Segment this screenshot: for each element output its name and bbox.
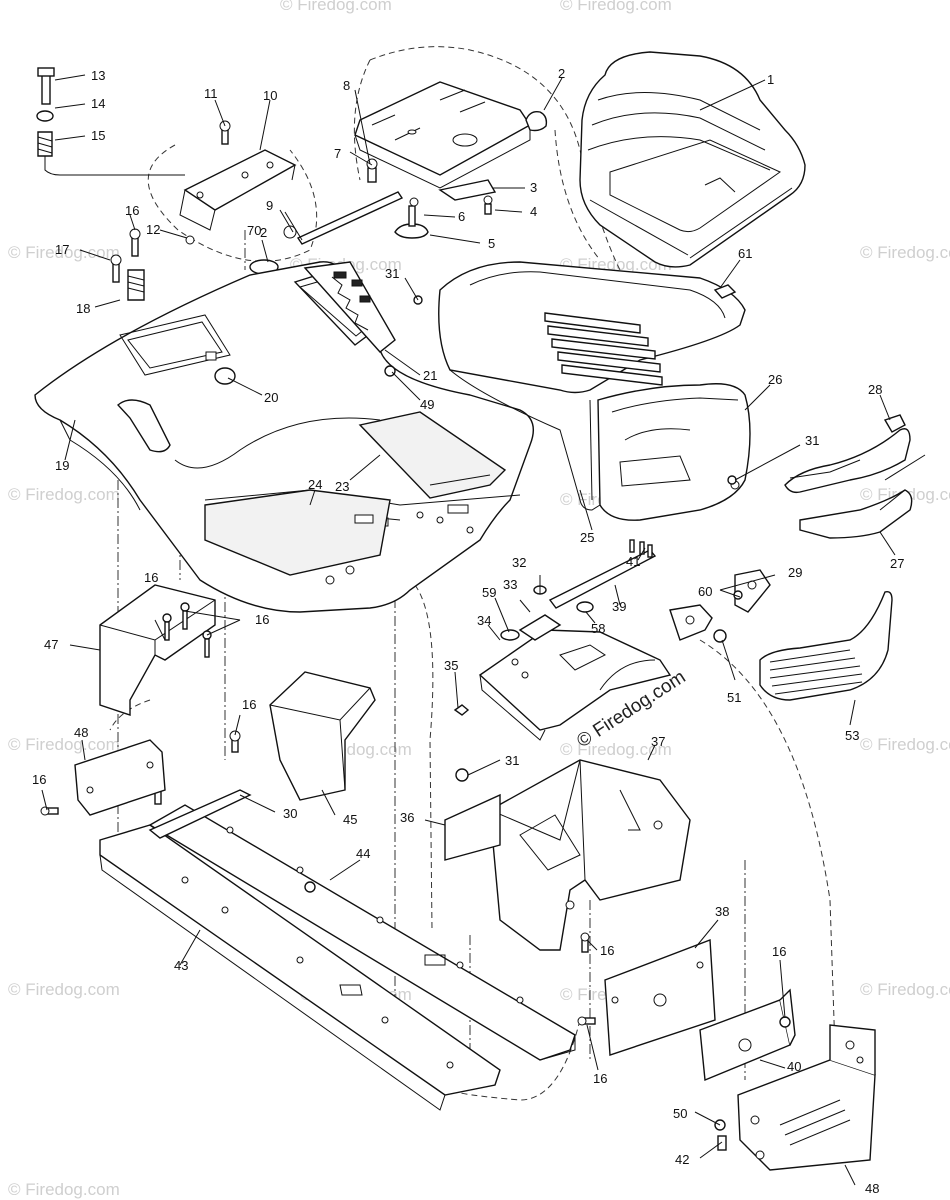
front-grille-part [597,383,751,521]
callout-59: 59 [482,585,496,600]
callout-28: 28 [868,382,882,397]
callout-8: 8 [343,78,350,93]
callout-31: 31 [805,433,819,448]
watermark: © Firedog.com [560,0,672,14]
callout-32: 32 [512,555,526,570]
watermark: © Firedog.com [860,735,950,754]
callout-29: 29 [788,565,802,580]
watermark: © Firedog.com [8,485,120,504]
callout-2: 2 [558,66,565,81]
callout-47: 47 [44,637,58,652]
callout-34: 34 [477,613,491,628]
grille-bracket-part [669,569,771,643]
watermark: © Firedog.com [8,980,120,999]
seat-part [579,51,806,268]
watermark: © Firedog.com [860,243,950,262]
small-fasteners [384,284,737,485]
callout-27: 27 [890,556,904,571]
callout-60: 60 [698,584,712,599]
callout-70: 70 [247,223,261,238]
callout-2: 2 [260,225,267,240]
callout-44: 44 [356,846,370,861]
shift-plate-part [303,261,396,353]
callout-18: 18 [76,301,90,316]
callout-38: 38 [715,904,729,919]
watermark: © Firedog.com [8,243,120,262]
callout-9: 9 [266,198,273,213]
callout-42: 42 [675,1152,689,1167]
callout-3: 3 [530,180,537,195]
callout-17: 17 [55,242,69,257]
lower-parts [40,584,596,1026]
callout-13: 13 [91,68,105,83]
callout-31: 31 [385,266,399,281]
callout-19: 19 [55,458,69,473]
grille-screen-part [759,590,893,701]
callout-4: 4 [530,204,537,219]
watermark: © Firedog.com [280,0,392,14]
frame-rails [99,804,576,1111]
seat-pan-part [283,81,548,239]
callout-5: 5 [488,236,495,251]
callout-14: 14 [91,96,105,111]
callout-45: 45 [343,812,357,827]
callout-20: 20 [264,390,278,405]
callout-16: 16 [144,570,158,585]
callout-16: 16 [772,944,786,959]
fender-body-part [34,261,534,613]
callout-24: 24 [308,477,322,492]
callout-50: 50 [673,1106,687,1121]
callout-16: 16 [593,1071,607,1086]
callout-48: 48 [74,725,88,740]
callout-58: 58 [591,621,605,636]
callout-31: 31 [505,753,519,768]
callout-12: 12 [146,222,160,237]
battery-box-part [444,759,691,951]
callout-6: 6 [458,209,465,224]
watermark: © Firedog.com [860,980,950,999]
callout-48: 48 [865,1181,879,1196]
callout-53: 53 [845,728,859,743]
hood-strap-part [548,539,657,609]
hood-part [438,261,746,511]
callout-35: 35 [444,658,458,673]
callout-16: 16 [600,943,614,958]
watermark: © Firedog.com [8,735,120,754]
callout-51: 51 [727,690,741,705]
callout-39: 39 [612,599,626,614]
rear-plates [604,939,876,1171]
watermark: © Firedog.com [560,740,672,759]
callout-16: 16 [32,772,46,787]
callout-25: 25 [580,530,594,545]
callout-15: 15 [91,128,105,143]
callout-1: 1 [767,72,774,87]
callout-23: 23 [335,479,349,494]
callout-labels: 1 2 2 3 4 5 6 7 8 9 10 11 12 13 14 15 16… [32,66,904,1196]
floor-mats [204,411,507,576]
leader-lines [41,74,896,1186]
seat-bracket-part [36,67,297,301]
dash-panel-part [453,585,672,741]
callout-30: 30 [283,806,297,821]
callout-16: 16 [255,612,269,627]
callout-21: 21 [423,368,437,383]
callout-10: 10 [263,88,277,103]
headlight-bar-part [784,414,926,539]
callout-11: 11 [204,86,218,101]
callout-41: 41 [626,554,640,569]
callout-61: 61 [738,246,752,261]
watermark: © Firedog.com [8,1180,120,1199]
callout-26: 26 [768,372,782,387]
callout-49: 49 [420,397,434,412]
callout-43: 43 [174,958,188,973]
callout-16: 16 [242,697,256,712]
callout-7: 7 [334,146,341,161]
callout-40: 40 [787,1059,801,1074]
callout-36: 36 [400,810,414,825]
callout-16: 16 [125,203,139,218]
callout-37: 37 [651,734,665,749]
callout-33: 33 [503,577,517,592]
